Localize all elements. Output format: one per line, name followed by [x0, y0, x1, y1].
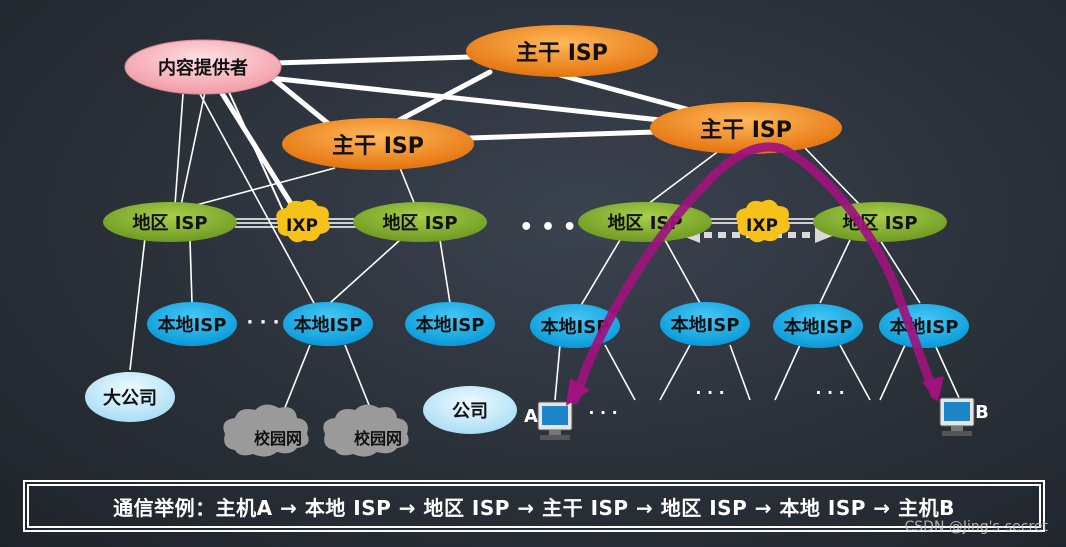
svg-text:地区 ISP: 地区 ISP: [382, 212, 457, 234]
svg-text:本地ISP: 本地ISP: [890, 316, 959, 338]
caption-text: 通信举例：主机A → 本地 ISP → 地区 ISP → 主干 ISP → 地区…: [113, 495, 955, 520]
company: 公司: [423, 386, 517, 434]
backbone-links: [217, 54, 693, 221]
ixp-right: IXP: [736, 199, 790, 243]
campus-cloud-1: 校园网: [223, 404, 309, 457]
svg-text:主干 ISP: 主干 ISP: [700, 118, 792, 143]
route-path: [570, 142, 940, 405]
svg-text:本地ISP: 本地ISP: [294, 314, 363, 336]
backbone-isp-top: 主干 ISP: [466, 25, 658, 77]
svg-text:本地ISP: 本地ISP: [671, 314, 740, 336]
svg-text:本地ISP: 本地ISP: [784, 316, 853, 338]
route-arrow-a: [566, 378, 590, 406]
svg-text:IXP: IXP: [746, 216, 778, 236]
local-isp-2: 本地ISP: [283, 302, 373, 346]
svg-text:IXP: IXP: [286, 216, 318, 236]
svg-text:本地ISP: 本地ISP: [158, 314, 227, 336]
local-isp-1: 本地ISP: [147, 302, 237, 346]
local-ellipsis: · · ·: [246, 312, 279, 333]
regional-isp-4: 地区 ISP: [813, 202, 947, 242]
local-isp-3: 本地ISP: [405, 302, 495, 346]
regional-isp-3: 地区 ISP: [578, 202, 712, 242]
svg-text:主干 ISP: 主干 ISP: [516, 41, 608, 66]
host-a-label: A: [524, 406, 538, 427]
route-arrow-b: [922, 376, 944, 402]
watermark: CSDN @Jing's-secret: [904, 519, 1049, 535]
svg-text:校园网: 校园网: [354, 429, 402, 448]
local-isp-5: 本地ISP: [660, 302, 750, 346]
host-ellipsis-1: · · ·: [588, 403, 617, 422]
campus-cloud-2: 校园网: [323, 404, 409, 457]
svg-text:本地ISP: 本地ISP: [541, 316, 610, 338]
regional-isp-2: 地区 ISP: [353, 202, 487, 242]
svg-text:校园网: 校园网: [254, 429, 302, 448]
content-provider: 内容提供者: [124, 39, 282, 95]
svg-text:本地ISP: 本地ISP: [416, 314, 485, 336]
svg-text:内容提供者: 内容提供者: [158, 57, 248, 79]
thin-links: [129, 91, 961, 421]
local-isp-7: 本地ISP: [879, 304, 969, 348]
local-isp-6: 本地ISP: [773, 304, 863, 348]
host-ellipsis-3: · · ·: [815, 383, 844, 402]
svg-text:公司: 公司: [452, 401, 488, 422]
host-b-label: B: [975, 402, 989, 423]
backbone-isp-right: 主干 ISP: [650, 102, 842, 154]
host-ellipsis-2: · · ·: [695, 383, 724, 402]
svg-text:大公司: 大公司: [103, 387, 157, 409]
svg-text:地区 ISP: 地区 ISP: [132, 212, 207, 234]
ixp-left: IXP: [276, 199, 330, 243]
host-a-computer-icon: [537, 401, 573, 440]
regional-isp-1: 地区 ISP: [103, 202, 237, 242]
big-company: 大公司: [85, 372, 175, 422]
backbone-isp-left: 主干 ISP: [282, 118, 474, 170]
caption-box: 通信举例：主机A → 本地 ISP → 地区 ISP → 主干 ISP → 地区…: [23, 480, 1045, 532]
host-b-computer-icon: [939, 397, 975, 436]
svg-text:主干 ISP: 主干 ISP: [332, 134, 424, 159]
regional-ellipsis: • • •: [519, 215, 577, 240]
peering-arrow-right: [815, 227, 835, 243]
